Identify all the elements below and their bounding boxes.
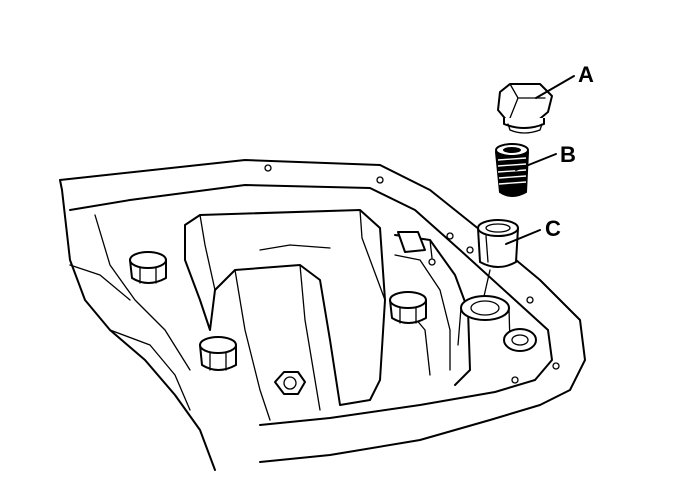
bolt-1 xyxy=(129,251,167,284)
part-a-plug-bolt xyxy=(497,83,553,134)
nut-pocket xyxy=(397,231,426,253)
housing xyxy=(59,159,586,471)
callout-a-label: A xyxy=(578,62,594,87)
leader-b xyxy=(515,153,557,171)
housing-left-rib xyxy=(94,214,191,371)
leader-c xyxy=(505,229,541,245)
callout-b-label: B xyxy=(560,142,576,167)
housing-flange-outer xyxy=(59,159,586,463)
bolt-2 xyxy=(199,336,237,371)
bore-boss xyxy=(460,295,510,321)
housing-bridge xyxy=(184,209,386,406)
housing-flange-inner xyxy=(69,184,553,426)
part-c-sleeve xyxy=(477,219,519,268)
flange-hole xyxy=(503,328,537,352)
leader-a xyxy=(535,75,575,99)
part-b-spring xyxy=(494,143,530,197)
callout-c-label: C xyxy=(545,216,561,241)
housing-left-body xyxy=(61,189,216,471)
bolt-4 xyxy=(274,371,306,395)
bolt-3 xyxy=(389,291,427,324)
housing-pocket-wall xyxy=(394,234,471,386)
